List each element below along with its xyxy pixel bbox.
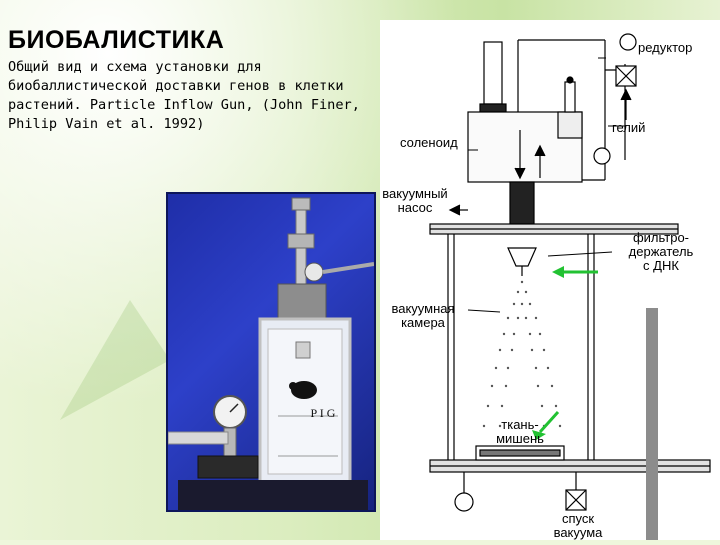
label-vacuum-pump-line1: вакуумный xyxy=(382,186,448,201)
label-filter-holder-line1: фильтро- xyxy=(632,230,690,245)
device-logo-label: P I G xyxy=(310,406,336,420)
label-vacuum-chamber: вакуумная камера xyxy=(380,302,466,330)
label-filter-holder-line3: с ДНК xyxy=(643,258,679,273)
label-target-line2: мишень xyxy=(496,431,544,446)
label-helium: гелий xyxy=(612,120,646,135)
label-vacuum-release: спуск вакуума xyxy=(538,512,618,540)
label-vacuum-chamber-line1: вакуумная xyxy=(391,301,455,316)
slide-title: БИОБАЛИСТИКА xyxy=(8,26,225,54)
label-target-tissue: ткань- мишень xyxy=(480,418,560,446)
label-vacuum-release-line2: вакуума xyxy=(553,525,603,540)
target-green-arrow xyxy=(532,410,560,440)
label-filter-holder: фильтро- держатель с ДНК xyxy=(616,231,706,273)
setup-schematic xyxy=(429,33,711,540)
label-vacuum-chamber-line2: камера xyxy=(401,315,445,330)
particle-spray xyxy=(482,280,562,428)
support-pillar xyxy=(646,308,658,540)
slide-description: Общий вид и схема установки для биобалли… xyxy=(8,59,360,132)
setup-diagram: редуктор гелий соленоид вакуумный насос … xyxy=(380,20,720,540)
filter-holder-green-arrow xyxy=(552,266,598,278)
label-vacuum-release-line1: спуск xyxy=(561,511,595,526)
device-photo: P I G xyxy=(166,192,376,512)
label-target-line1: ткань- xyxy=(501,417,539,432)
device-photo-illustration xyxy=(168,197,374,510)
label-solenoid: соленоид xyxy=(400,135,458,150)
label-vacuum-pump-line2: насос xyxy=(397,200,433,215)
label-vacuum-pump: вакуумный насос xyxy=(380,187,450,215)
label-filter-holder-line2: держатель xyxy=(628,244,694,259)
label-reducer: редуктор xyxy=(638,40,693,55)
